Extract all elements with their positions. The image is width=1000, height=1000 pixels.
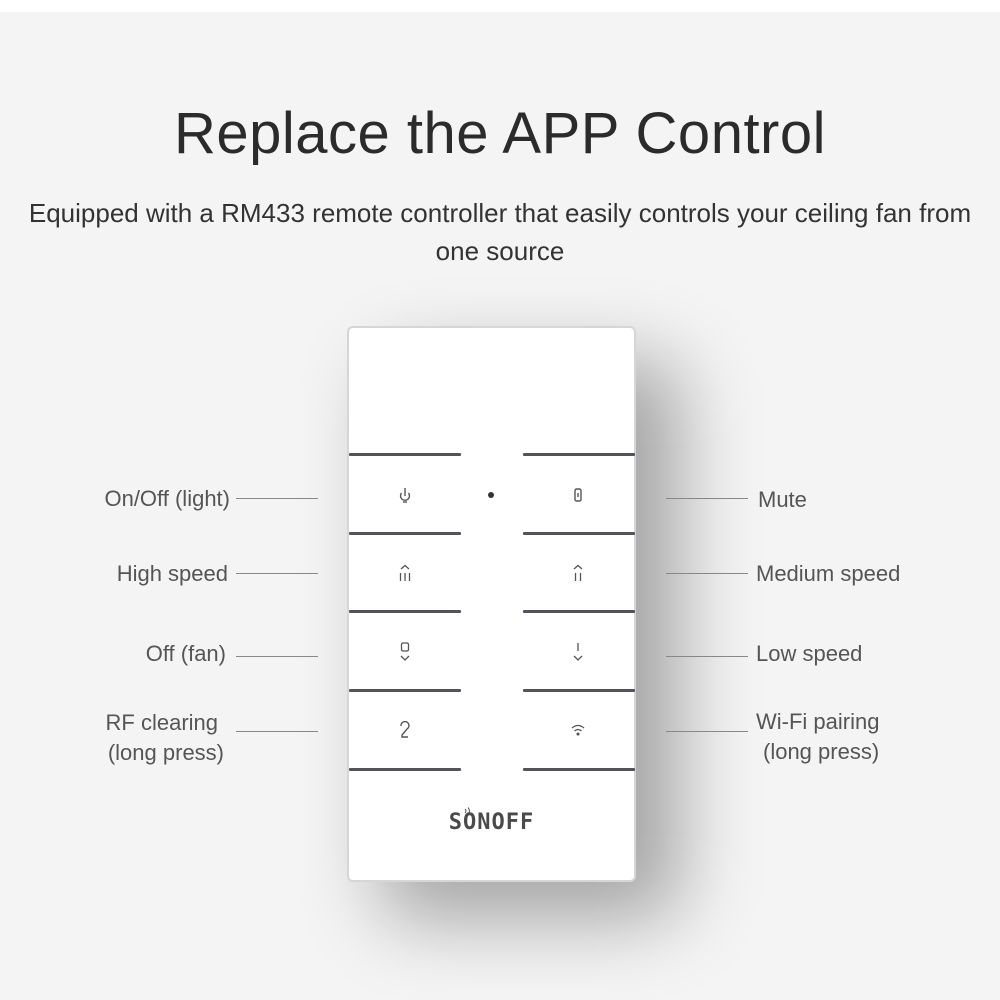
high-speed-icon xyxy=(397,564,413,584)
divider xyxy=(523,532,635,535)
wifi-pairing-button[interactable] xyxy=(521,693,635,767)
divider xyxy=(349,768,461,771)
indicator-led xyxy=(488,492,494,498)
divider xyxy=(349,689,461,692)
label-wifi-pairing-note: (long press) xyxy=(763,739,880,764)
label-rf-clearing: RF clearing xyxy=(105,710,218,735)
light-bulb-icon xyxy=(398,487,412,505)
leader-line xyxy=(666,498,748,499)
brand-logo: SONOFF xyxy=(448,810,535,835)
rf-clear-icon xyxy=(398,721,412,739)
label-onoff-light: On/Off (light) xyxy=(104,486,230,511)
divider xyxy=(523,768,635,771)
label-high-speed: High speed xyxy=(116,561,228,586)
wifi-icon xyxy=(570,723,586,737)
leader-line xyxy=(236,498,318,499)
brand-signal-icon xyxy=(464,807,470,815)
divider xyxy=(349,532,461,535)
leader-line xyxy=(236,573,318,574)
divider xyxy=(349,453,461,456)
label-rf-clearing-note: (long press) xyxy=(107,740,224,765)
fan-off-button[interactable] xyxy=(348,615,462,689)
leader-line xyxy=(666,731,748,732)
label-wifi-pairing: Wi-Fi pairing xyxy=(756,709,880,734)
divider xyxy=(523,689,635,692)
divider xyxy=(523,610,635,613)
high-speed-button[interactable] xyxy=(348,537,462,611)
leader-line xyxy=(666,573,748,574)
label-low-speed: Low speed xyxy=(756,641,863,666)
mute-icon xyxy=(572,487,584,505)
low-speed-button[interactable] xyxy=(521,615,635,689)
leader-line xyxy=(666,656,748,657)
top-strip xyxy=(0,0,1000,12)
remote-controller xyxy=(347,326,636,882)
rf-clearing-button[interactable] xyxy=(348,693,462,767)
label-medium-speed: Medium speed xyxy=(756,561,901,586)
light-button[interactable] xyxy=(348,459,462,533)
leader-line xyxy=(236,656,318,657)
divider xyxy=(349,610,461,613)
low-speed-icon xyxy=(570,641,586,663)
mute-button[interactable] xyxy=(521,459,635,533)
divider xyxy=(523,453,635,456)
label-off-fan: Off (fan) xyxy=(145,641,226,666)
page-subtitle: Equipped with a RM433 remote controller … xyxy=(28,198,972,266)
leader-line xyxy=(236,731,318,732)
page-title: Replace the APP Control xyxy=(173,101,827,166)
medium-speed-button[interactable] xyxy=(521,537,635,611)
label-mute: Mute xyxy=(758,487,807,512)
fan-off-icon xyxy=(397,641,413,663)
medium-speed-icon xyxy=(570,564,586,584)
